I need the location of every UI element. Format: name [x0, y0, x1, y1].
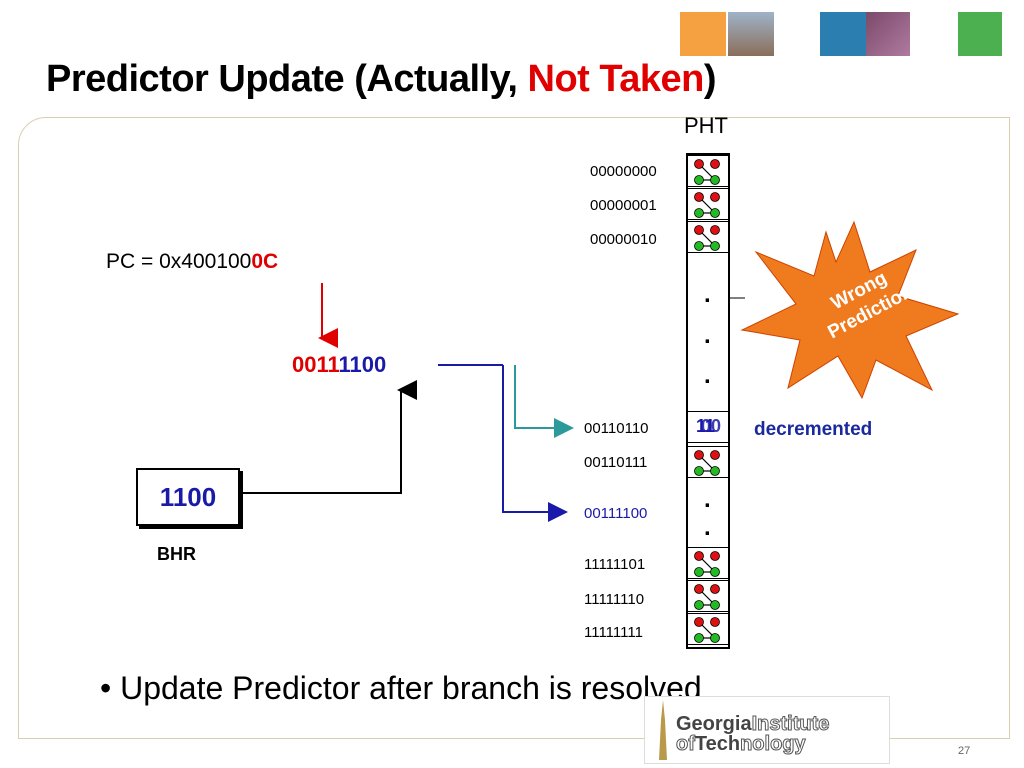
- pht-counter-cell: [688, 188, 728, 220]
- bullet-text: Update Predictor after branch is resolve…: [120, 670, 702, 706]
- pht-row-label: 00110111: [584, 454, 648, 471]
- ellipsis-dot: .: [704, 514, 711, 541]
- pht-counter-cell: [688, 446, 728, 478]
- index-to-target-arrow: [502, 365, 568, 522]
- ellipsis-dot: .: [704, 322, 711, 349]
- pht-counter-cell: [688, 580, 728, 612]
- index-blue-bits: 1100: [338, 352, 387, 377]
- georgia-tech-logo: [644, 696, 890, 764]
- pht-updated-cell: [688, 411, 728, 443]
- bhr-label: BHR: [157, 544, 196, 564]
- pc-highlight: 0C: [251, 250, 279, 273]
- logo-tech: Tech: [694, 733, 741, 755]
- logo-line2: ofTechnology: [676, 733, 807, 756]
- pht-row-label: 00000001: [590, 197, 657, 214]
- pht-table: [686, 153, 730, 649]
- ellipsis-dot: .: [704, 281, 711, 308]
- page-number: 27: [958, 745, 971, 757]
- pht-row-label: 11111110: [584, 591, 645, 608]
- pht-row-label: 00000000: [590, 163, 657, 180]
- pc-label: PC = 0x4001000C: [106, 250, 278, 274]
- title-prefix: Predictor Update (Actually,: [46, 58, 528, 100]
- logo-nology: nology: [740, 733, 807, 756]
- state-machine-icon: [694, 159, 720, 185]
- state-machine-icon: [694, 551, 720, 577]
- bullet-item: • Update Predictor after branch is resol…: [100, 670, 702, 707]
- pht-title: PHT: [684, 113, 728, 138]
- index-red-bits: 0011: [292, 352, 339, 377]
- logo-georgia: Georgia: [676, 713, 752, 735]
- state-machine-icon: [694, 192, 720, 218]
- state-machine-icon: [694, 584, 720, 610]
- pc-prefix: PC = 0x400100: [106, 250, 252, 273]
- header-photo-green: [958, 12, 1002, 56]
- decremented-label: decremented: [754, 419, 873, 440]
- logo-institute: Institute: [751, 713, 830, 736]
- bhr-to-index-arrow: [240, 380, 417, 494]
- state-machine-icon: [694, 450, 720, 476]
- counter-old-value: 11: [696, 416, 716, 436]
- pht-counter-cell: [688, 613, 728, 645]
- pht-row-label: 00110110: [584, 420, 649, 437]
- logo-of: of: [676, 733, 696, 756]
- ellipsis-dot: .: [704, 486, 711, 513]
- title-highlight: Not Taken: [527, 58, 705, 100]
- ellipsis-dot: .: [704, 362, 711, 389]
- state-machine-icon: [694, 225, 720, 251]
- header-photo-chip: [866, 12, 910, 56]
- pht-row-label: 11111111: [584, 624, 643, 641]
- counter-new-value: 00: [701, 416, 722, 436]
- bhr-register: 1100: [136, 468, 240, 526]
- state-machine-icon: [694, 617, 720, 643]
- index-to-row-arrow: [514, 365, 574, 438]
- bullet-icon: •: [100, 670, 112, 706]
- pht-counter-cell: [688, 547, 728, 579]
- pht-row-label-target: 00111100: [584, 505, 648, 522]
- pht-counter-cell: [688, 221, 728, 253]
- header-photo-blue: [820, 12, 866, 56]
- header-photo-campus: [728, 12, 774, 56]
- slide-title: Predictor Update (Actually, Not Taken): [46, 58, 717, 101]
- title-suffix: ): [703, 58, 717, 100]
- pht-row-label: 11111101: [584, 556, 646, 573]
- tower-icon: [659, 700, 667, 760]
- logo-line1: GeorgiaInstitute: [676, 713, 830, 736]
- wrong-prediction-burst: [740, 220, 960, 400]
- pht-row-label: 00000010: [590, 231, 657, 248]
- header-photo-orange: [680, 12, 726, 56]
- pht-index: 00111100: [292, 352, 386, 378]
- pht-counter-cell: [688, 155, 728, 187]
- content-frame: [18, 117, 1010, 739]
